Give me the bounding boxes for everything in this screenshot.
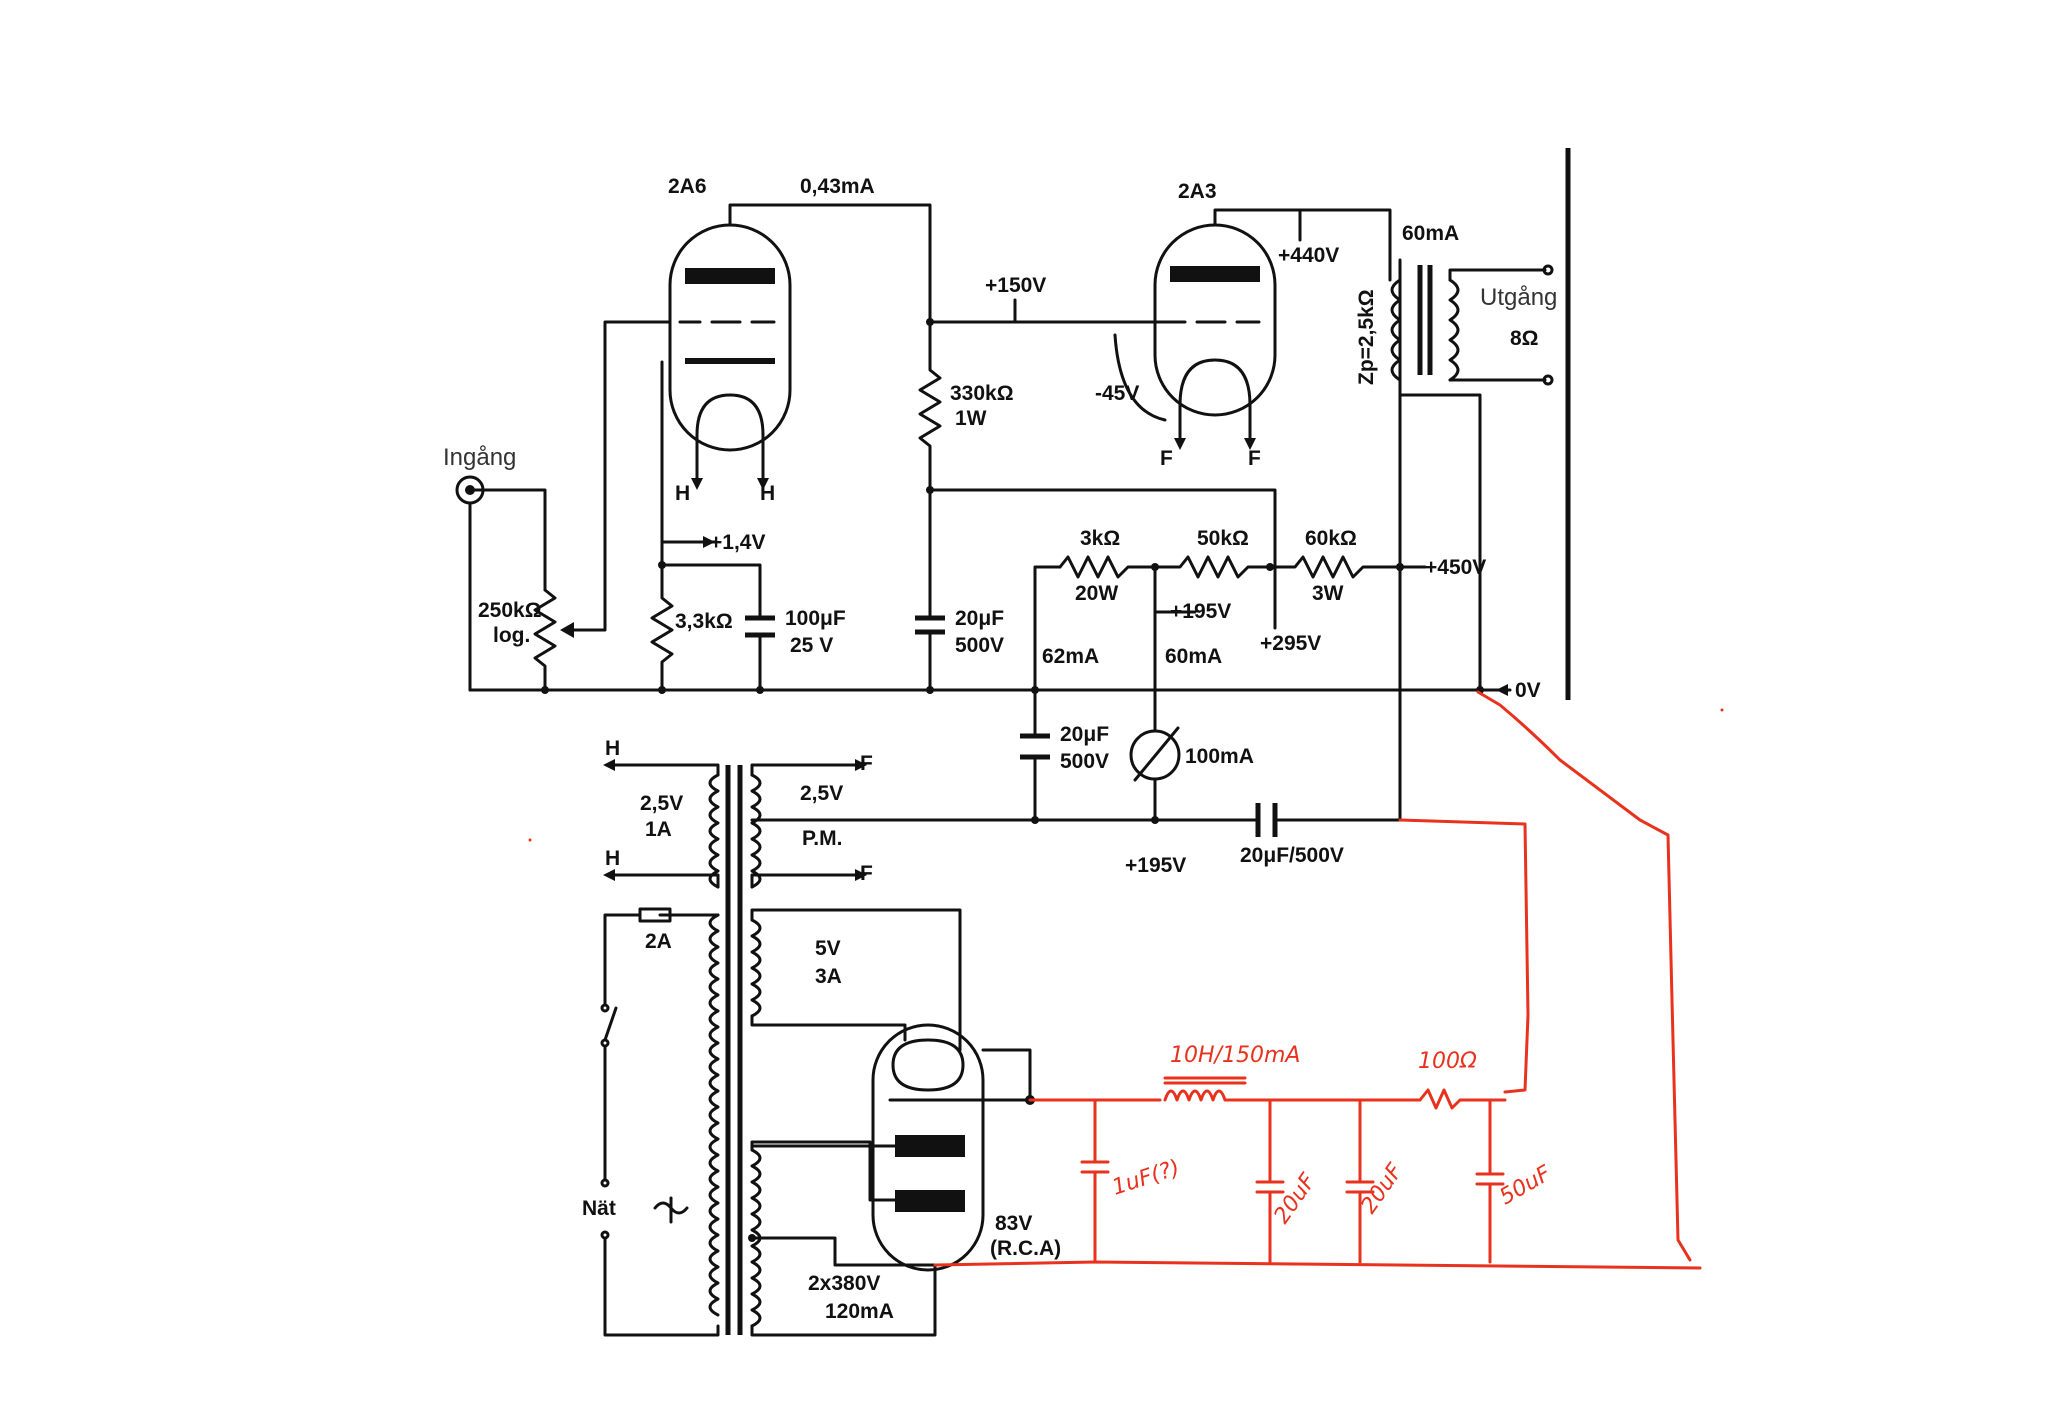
- input-label: Ingång: [443, 444, 516, 471]
- tr-25v-left: 2,5V: [640, 792, 683, 815]
- c-20u-a: 20μF: [955, 607, 1004, 630]
- annotation-res-100: 100Ω: [1418, 1049, 1477, 1074]
- meter-range: 100mA: [1185, 745, 1254, 768]
- annotation-cap-20u-1: 20uF: [1269, 1169, 1321, 1228]
- fuse-rating: 2A: [645, 930, 672, 953]
- pot-value: 250kΩ: [478, 599, 542, 622]
- r-60k: 60kΩ: [1305, 527, 1357, 550]
- r-3k: 3kΩ: [1080, 527, 1120, 550]
- zero-volt: 0V: [1515, 679, 1541, 702]
- tr-h-bottom: H: [605, 847, 620, 870]
- r-33k: 3,3kΩ: [675, 610, 733, 633]
- tr-pm: P.M.: [802, 827, 842, 850]
- tr-25v-right: 2,5V: [800, 782, 843, 805]
- output-fil-f1: F: [1160, 447, 1173, 470]
- rectifier-note: (R.C.A): [990, 1237, 1061, 1260]
- output-label: Utgång: [1480, 284, 1557, 311]
- output-current: 60mA: [1402, 222, 1459, 245]
- driver-tube-label: 2A6: [668, 175, 707, 198]
- v-195-a: +195V: [1170, 600, 1231, 623]
- driver-heater-h2: H: [760, 482, 775, 505]
- annotation-cap-20u-2: 20uF: [1356, 1159, 1408, 1218]
- c-20u-a-v: 500V: [955, 634, 1004, 657]
- tr-h-top: H: [605, 737, 620, 760]
- v-295: +295V: [1260, 632, 1321, 655]
- r-60k-w: 3W: [1312, 582, 1344, 605]
- c-100u: 100μF: [785, 607, 846, 630]
- tr-5v: 5V: [815, 937, 841, 960]
- c-20u-b: 20μF: [1060, 723, 1109, 746]
- output-plate-voltage: +440V: [1278, 244, 1339, 267]
- pot-taper: log.: [493, 624, 530, 647]
- driver-plate-current: 0,43mA: [800, 175, 875, 198]
- red-annotations: [933, 690, 1702, 1270]
- c-20u-b-v: 500V: [1060, 750, 1109, 773]
- r-330k-w: 1W: [955, 407, 987, 430]
- driver-tube-2a6: [668, 223, 792, 452]
- mains-label: Nät: [582, 1197, 616, 1220]
- tr-25v-left-current: 1A: [645, 818, 672, 841]
- v-195-b: +195V: [1125, 854, 1186, 877]
- c-100u-v: 25 V: [790, 634, 833, 657]
- output-tube-2a3: [1153, 223, 1277, 417]
- output-fil-f2: F: [1248, 447, 1261, 470]
- hv-winding: 2x380V: [808, 1272, 880, 1295]
- tr-5v-current: 3A: [815, 965, 842, 988]
- primary-impedance: Zp=2,5kΩ: [1355, 289, 1378, 385]
- hv-current: 120mA: [825, 1300, 894, 1323]
- tr-f-top: F: [860, 752, 873, 775]
- rectifier-label: 83V: [995, 1212, 1032, 1235]
- c-20u-c: 20μF/500V: [1240, 844, 1344, 867]
- tr-f-bottom: F: [860, 862, 873, 885]
- r-330k: 330kΩ: [950, 382, 1014, 405]
- i-60: 60mA: [1165, 645, 1222, 668]
- annotation-cap-50u: 50uF: [1496, 1161, 1556, 1210]
- b-plus-150: +150V: [985, 274, 1046, 297]
- r-50k: 50kΩ: [1197, 527, 1249, 550]
- driver-heater-h1: H: [675, 482, 690, 505]
- annotation-choke: 10H/150mA: [1170, 1043, 1300, 1068]
- cathode-voltage: +1,4V: [710, 531, 765, 554]
- b-plus-450: +450V: [1425, 556, 1486, 579]
- output-tube-label: 2A3: [1178, 180, 1217, 203]
- power-transformer: [603, 759, 962, 1337]
- output-impedance: 8Ω: [1510, 327, 1539, 350]
- annotation-cap-1u: 1uF(?): [1109, 1155, 1183, 1200]
- output-transformer: [1388, 258, 1554, 692]
- r-3k-w: 20W: [1075, 582, 1118, 605]
- output-bias-voltage: -45V: [1095, 382, 1139, 405]
- i-62: 62mA: [1042, 645, 1099, 668]
